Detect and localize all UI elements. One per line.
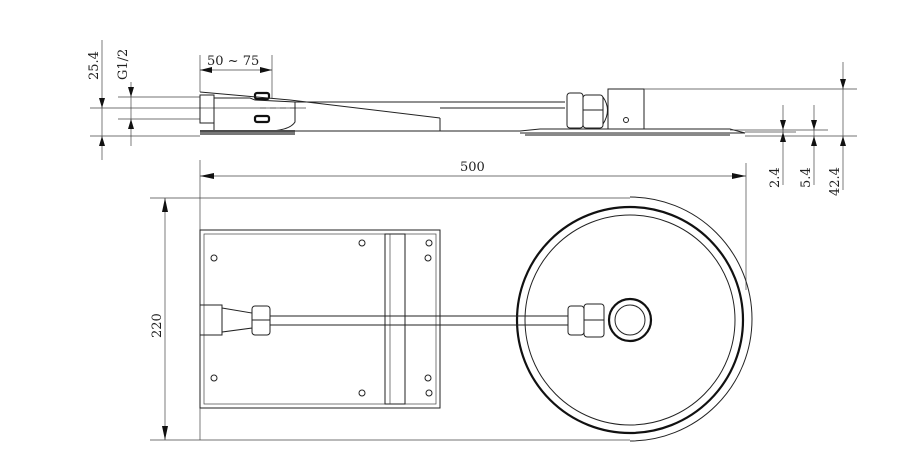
mounting-strip	[384, 233, 406, 405]
outlet-nut	[567, 305, 585, 336]
dim-50-75: 50 ~ 75	[199, 54, 273, 98]
dim-label-220: 220	[150, 313, 165, 338]
dim-42-4: 42.4	[828, 62, 846, 196]
mounting-plate	[199, 229, 441, 409]
screw-holes	[210, 239, 433, 397]
dim-2-4: 2.4	[768, 105, 786, 188]
top-view	[199, 196, 753, 442]
shower-outer-arc	[629, 196, 753, 442]
dim-25-4: 25.4	[87, 40, 105, 160]
dim-label-25-4: 25.4	[87, 51, 102, 80]
dim-5-4: 5.4	[799, 105, 817, 188]
dim-label-g1-2: G1/2	[116, 49, 131, 80]
dim-label-42-4: 42.4	[828, 167, 843, 196]
hose-nut	[566, 92, 608, 129]
fitting-body	[199, 94, 215, 124]
shower-center-ring	[607, 297, 653, 343]
dim-label-2-4: 2.4	[768, 167, 783, 188]
dim-label-5-4: 5.4	[799, 167, 814, 188]
shower-disc	[515, 205, 745, 435]
side-view	[90, 88, 857, 137]
dim-500: 500	[199, 160, 747, 440]
dim-label-50-75: 50 ~ 75	[207, 54, 259, 69]
dim-220: 220	[150, 197, 630, 441]
inlet-fitting	[199, 304, 223, 336]
hose	[269, 315, 569, 326]
fitting-housing	[213, 97, 296, 132]
dim-label-500: 500	[460, 160, 485, 175]
shower-plate	[519, 128, 746, 134]
dim-g1-2: G1/2	[116, 49, 134, 146]
